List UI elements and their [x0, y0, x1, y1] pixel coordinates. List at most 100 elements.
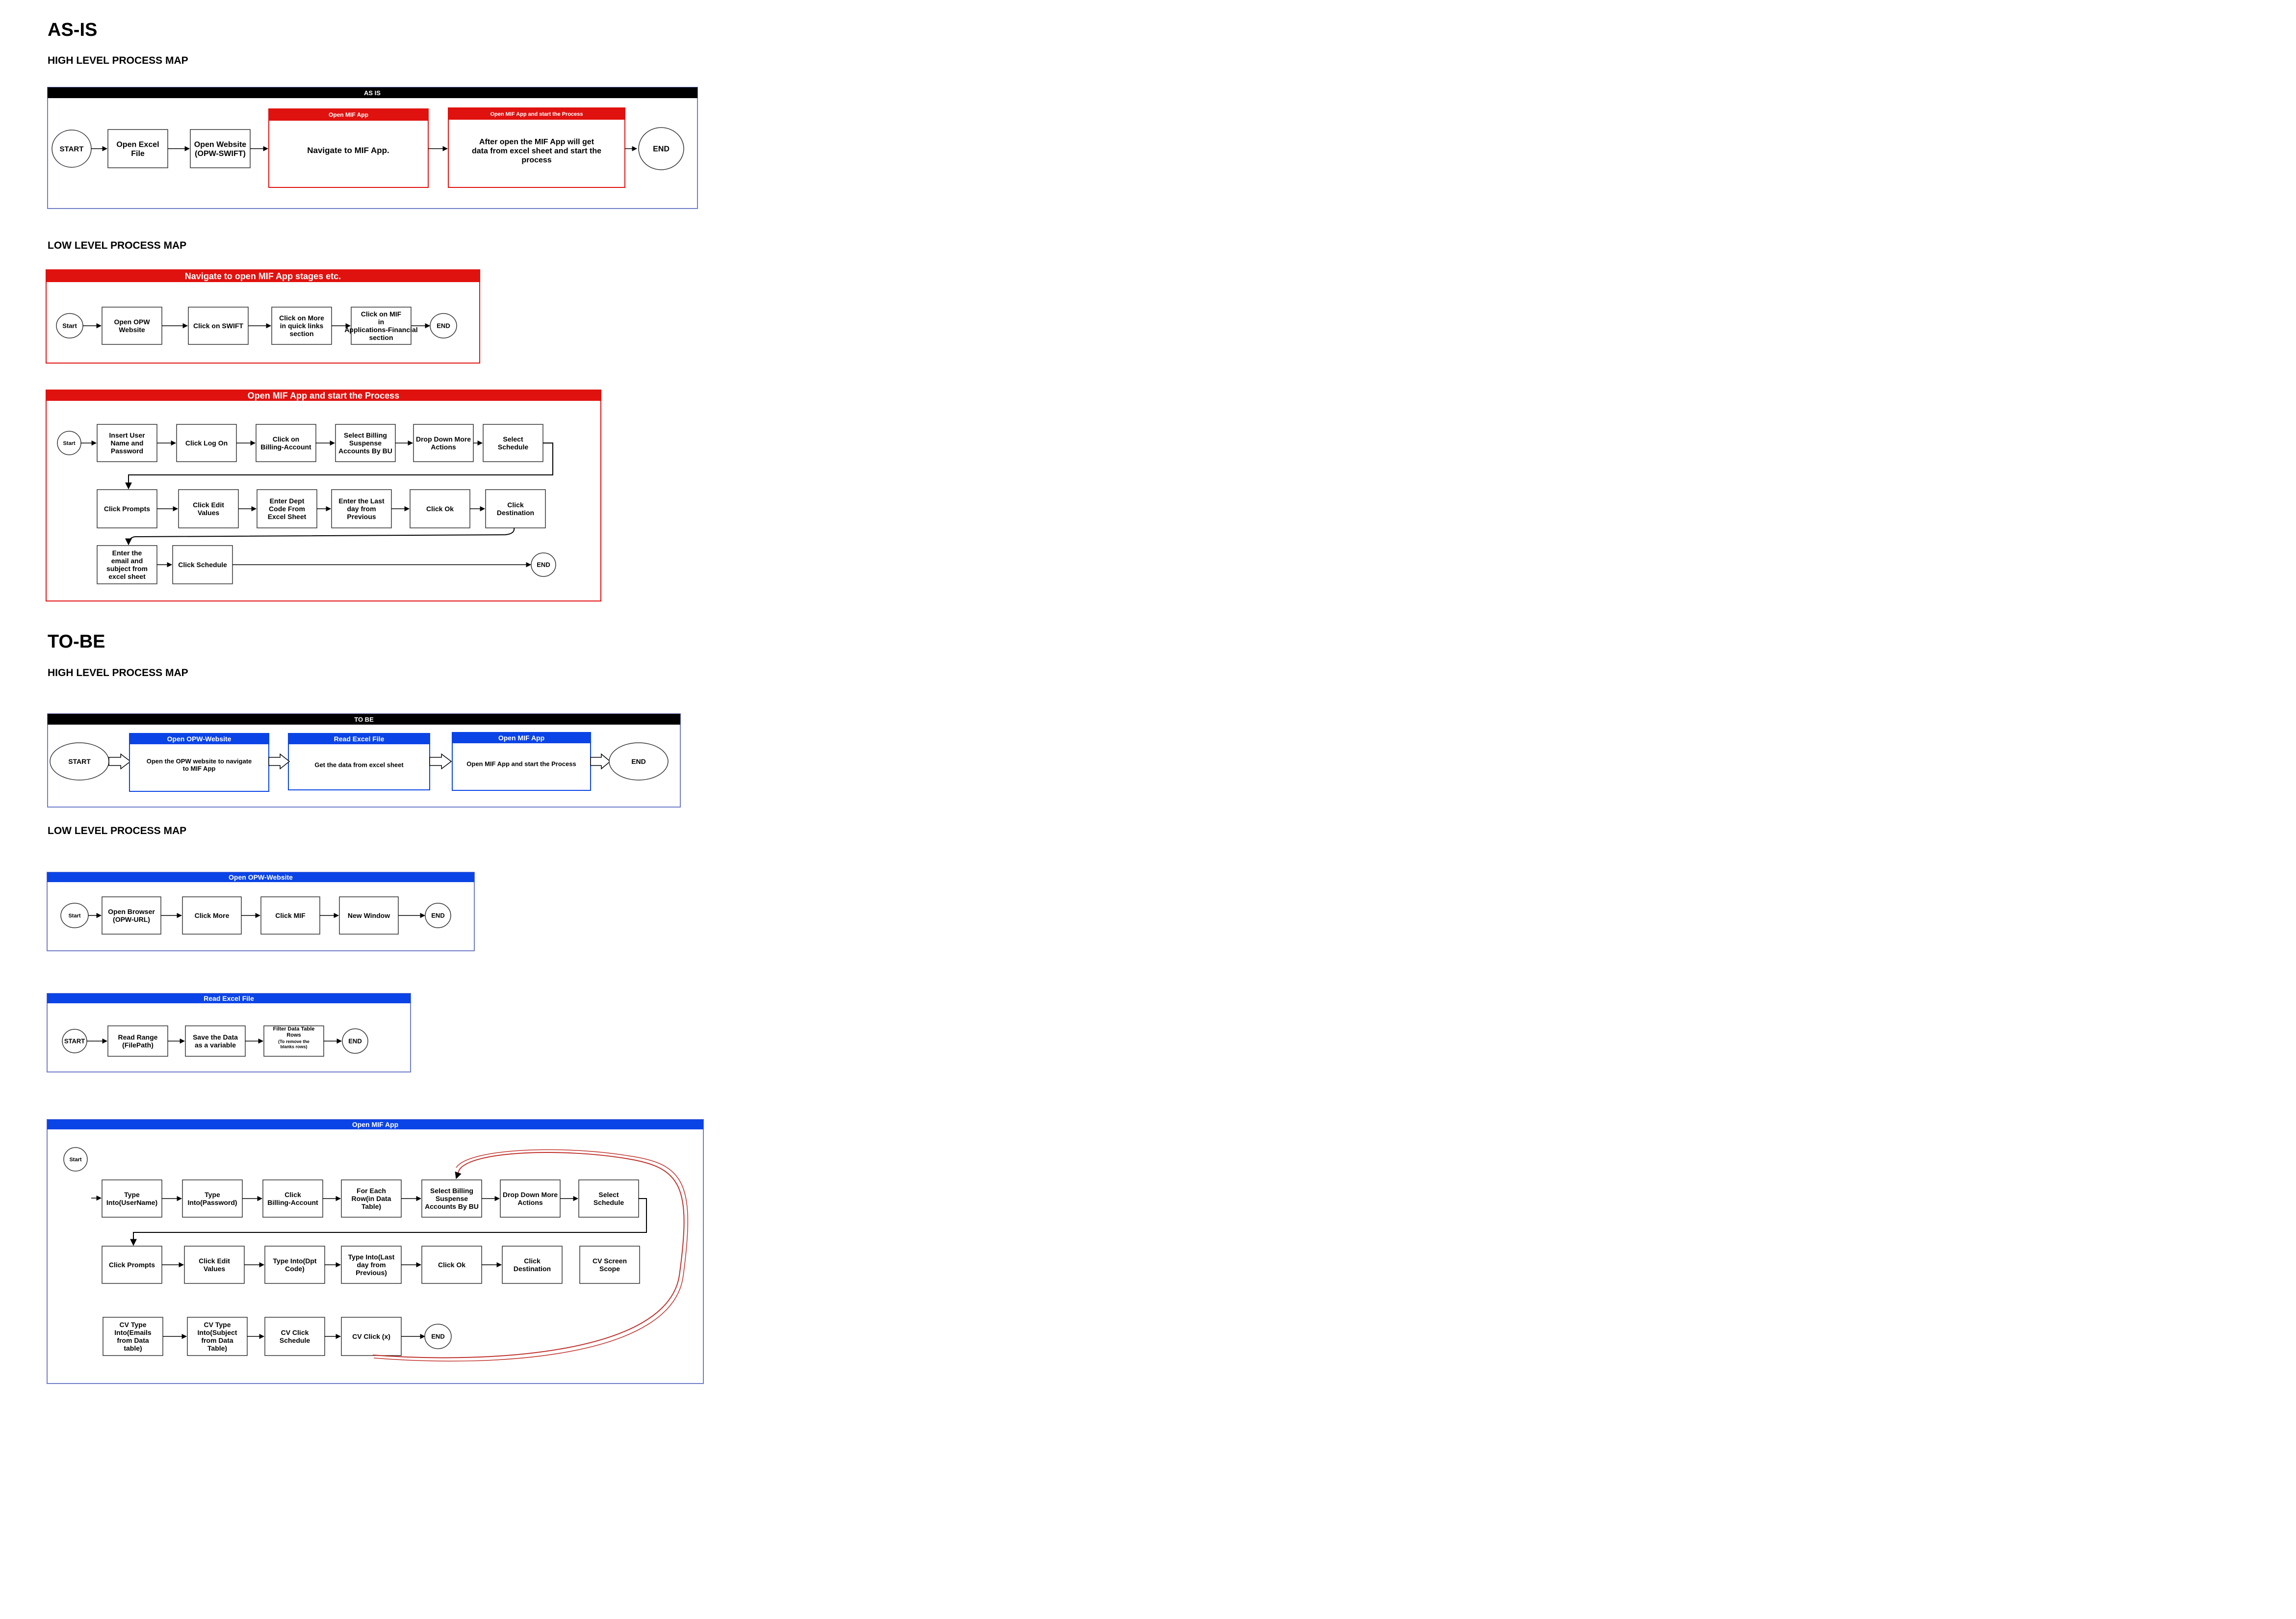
tobe-ll-mif-select-billing-suspense-shape: [421, 1179, 482, 1218]
asis-ll-proc-click-prompts-label: Click Prompts: [104, 505, 150, 513]
tobe-ll-web-open-browser-label: Open Browser(OPW-URL): [108, 908, 155, 923]
tobe-hl-block-arrow-1: [108, 753, 131, 770]
asis-ll-nav-click-swift: Click on SWIFT: [188, 307, 249, 345]
asis-ll-proc-wrap-connector-1: [125, 443, 553, 490]
tobe-ll-web-click-more-shape: [182, 896, 242, 935]
tobe-ll-mif-cv-screen-scope-shape: [579, 1246, 640, 1284]
asis-hl-lane-open-mif-body: Navigate to MIF App.: [307, 146, 389, 155]
asis-hl-lane-open-mif: Open MIF App: [268, 108, 429, 188]
asis-ll-proc-click-edit-values-shape: [178, 489, 239, 528]
tobe-hl-end: END: [609, 742, 669, 781]
tobe-ll-web-click-mif-shape: [260, 896, 320, 935]
asis-ll-proc-click-log-on: Click Log On: [176, 424, 237, 462]
asis-ll-nav-end: END: [430, 313, 457, 339]
tobe-ll-mif-start-label: Start: [69, 1157, 81, 1163]
tobe-hl-start: START: [50, 742, 109, 781]
asis-ll-navigate-frame-header: Navigate to open MIF App stages etc.: [185, 271, 341, 281]
tobe-ll-mif-type-password-shape: [182, 1179, 243, 1218]
asis-hl-end: END: [638, 127, 684, 170]
tobe-ll-mif-cv-click-x-shape: [341, 1317, 402, 1356]
asis-ll-nav-start-label: Start: [62, 322, 77, 330]
asis-ll-process-frame-header: Open MIF App and start the Process: [248, 391, 399, 400]
tobe-ll-web-click-more: Click More: [182, 896, 242, 935]
tobe-ll-web-start-label: Start: [68, 913, 80, 919]
tobe-ll-mif-end-shape: [424, 1324, 452, 1349]
tobe-ll-mif-type-username-shape: [102, 1179, 162, 1218]
asis-hl-header-bar: [48, 87, 697, 98]
tobe-ll-web-start: Start: [60, 903, 89, 928]
tobe-ll-mif-drop-down-more-shape: [500, 1179, 561, 1218]
tobe-ll-web-end: END: [425, 903, 451, 928]
tobe-hl-block-arrow-3: [429, 753, 452, 770]
asis-ll-proc-click-log-on-label: Click Log On: [185, 439, 228, 447]
asis-ll-proc-insert-credentials-shape: [97, 424, 157, 462]
tobe-ll-web-new-window-shape: [339, 896, 399, 935]
asis-hl-open-website-label: Open Website(OPW-SWIFT): [194, 140, 246, 157]
asis-ll-proc-select-billing-suspense-shape: [335, 424, 396, 462]
tobe-hl-lane-open-opw: Open OPW-Website: [129, 733, 269, 792]
tobe-ll-mif-click-prompts-shape: [102, 1246, 162, 1284]
asis-hl-lane-open-mif-border: [268, 108, 429, 188]
asis-ll-proc-enter-last-day-shape: [331, 489, 392, 528]
tobe-ll-excel-frame-header-bar: [47, 993, 411, 1003]
asis-ll-proc-click-destination-shape: [485, 489, 546, 528]
tobe-ll-mif-cv-type-emails-shape: [103, 1317, 163, 1356]
asis-ll-nav-click-mif-shape: [351, 307, 412, 345]
tobe-ll-excel-read-range: Read Range(FilePath): [107, 1025, 168, 1057]
tobe-ll-web-end-shape: [425, 903, 451, 928]
asis-ll-proc-end-shape: [531, 552, 556, 577]
tobe-hl-start-label: START: [68, 757, 91, 765]
tobe-ll-excel-start: START: [62, 1029, 87, 1053]
asis-hl-lane-start-process-header: Open MIF App and start the Process: [490, 111, 583, 117]
asis-low-level-title: LOW LEVEL PROCESS MAP: [48, 240, 186, 251]
tobe-ll-excel-start-label: START: [64, 1038, 85, 1045]
tobe-ll-mif-loop-connector-outer: [373, 1149, 688, 1362]
asis-ll-proc-start-label: Start: [63, 441, 75, 446]
asis-hl-start: START: [52, 130, 92, 168]
asis-ll-nav-click-swift-shape: [188, 307, 249, 345]
asis-high-level-title: HIGH LEVEL PROCESS MAP: [48, 55, 188, 66]
asis-ll-nav-end-label: END: [437, 322, 450, 330]
tobe-ll-mif-frame-header: Open MIF App: [352, 1121, 398, 1128]
tobe-ll-excel-end: END: [342, 1028, 368, 1054]
tobe-ll-excel-end-label: END: [348, 1038, 361, 1045]
tobe-hl-lane-open-mif-body: Open MIF App and start the Process: [466, 760, 576, 768]
tobe-high-level-title: HIGH LEVEL PROCESS MAP: [48, 667, 188, 679]
asis-ll-proc-end: END: [531, 552, 556, 577]
tobe-ll-website-frame-header: Open OPW-Website: [229, 873, 293, 881]
tobe-ll-mif-click-ok: Click Ok: [421, 1246, 482, 1284]
tobe-ll-mif-end-label: END: [431, 1333, 444, 1340]
asis-ll-process-frame-header-bar: [46, 390, 601, 401]
tobe-low-level-title: LOW LEVEL PROCESS MAP: [48, 825, 186, 836]
asis-hl-open-website: Open Website(OPW-SWIFT): [190, 129, 251, 168]
tobe-ll-mif-frame-header-bar: [47, 1120, 703, 1129]
